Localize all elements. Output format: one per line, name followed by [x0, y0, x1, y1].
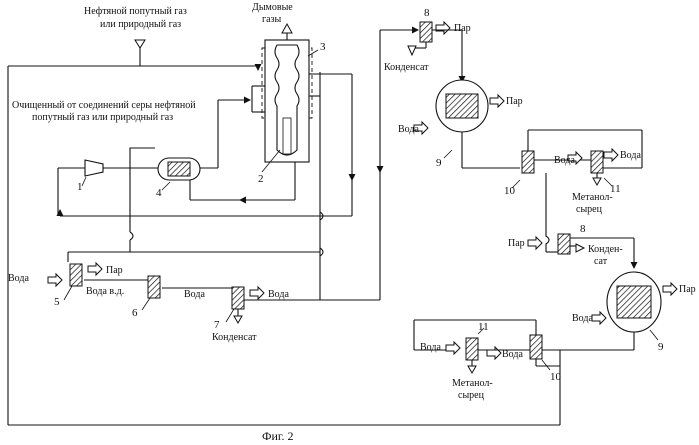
label-steam-5: Пар: [106, 265, 123, 276]
label-water-11-in: Вода: [554, 155, 575, 166]
reformer-unit: [252, 24, 320, 172]
label-steam-8-lower: Пар: [508, 238, 525, 249]
label-feed-gas-1: Нефтяной попутный газ: [84, 6, 187, 17]
number-2: 2: [258, 173, 264, 185]
heater-4: [158, 158, 200, 190]
label-feed-gas-2: или природный газ: [100, 19, 181, 30]
number-6: 6: [132, 307, 138, 319]
label-steam-9: Пар: [506, 96, 523, 107]
label-water-9: Вода: [398, 124, 419, 135]
exchanger-7: [226, 287, 244, 323]
label-water-11-lower-in: Вода: [420, 342, 441, 353]
number-3: 3: [320, 41, 326, 53]
label-steam-8: Пар: [454, 23, 471, 34]
label-water-7: Вода: [268, 289, 289, 300]
number-10-top: 10: [504, 185, 516, 197]
label-water-11-out: Вода: [620, 150, 641, 161]
label-water-6: Вода: [184, 289, 205, 300]
number-9-top: 9: [436, 157, 442, 169]
label-steam-9-lower: Пар: [679, 284, 696, 295]
figure-caption: Фиг. 2: [262, 429, 293, 443]
number-8-lower: 8: [580, 223, 586, 235]
label-water-9-lower: Вода: [572, 313, 593, 324]
number-1: 1: [77, 181, 83, 193]
label-water-11-lower-out: Вода: [502, 349, 523, 360]
label-purified-1: Очищенный от соединений серы нефтяной: [12, 100, 196, 111]
label-flue-gas-1: Дымовые: [252, 2, 293, 13]
labels: Нефтяной попутный газ или природный газ …: [8, 2, 696, 443]
label-methanol-top-2: сырец: [576, 204, 603, 215]
io-arrows: [48, 22, 677, 359]
reactor-9-top: [436, 80, 520, 168]
number-9-lower: 9: [658, 341, 664, 353]
number-11-top: 11: [610, 183, 621, 195]
number-11-lower: 11: [478, 321, 489, 333]
label-condensate-7: Конденсат: [212, 332, 257, 343]
label-methanol-top-1: Метанол-: [572, 192, 613, 203]
label-methanol-lower-2: сырец: [458, 390, 485, 401]
label-water-bfw: Вода в.д.: [86, 286, 124, 297]
reactor-9-lower: [542, 272, 661, 350]
exchanger-6: [142, 276, 160, 310]
label-methanol-lower-1: Метанол-: [452, 378, 493, 389]
label-condensate-split-1: Конден-: [588, 244, 623, 255]
number-4: 4: [156, 187, 162, 199]
exchanger-10-top: [512, 130, 642, 230]
number-8-top: 8: [424, 7, 430, 19]
label-condensate-8: Конденсат: [384, 62, 429, 73]
number-7: 7: [214, 319, 220, 331]
label-flue-gas-2: газы: [262, 14, 281, 25]
number-10-lower: 10: [550, 371, 562, 383]
label-condensate-split-2: сат: [594, 256, 608, 267]
exchanger-5: [64, 264, 82, 300]
label-purified-2: попутный газ или природный газ: [32, 112, 173, 123]
label-water-5: Вода: [8, 273, 29, 284]
number-5: 5: [54, 296, 60, 308]
compressor-1: [82, 160, 103, 186]
